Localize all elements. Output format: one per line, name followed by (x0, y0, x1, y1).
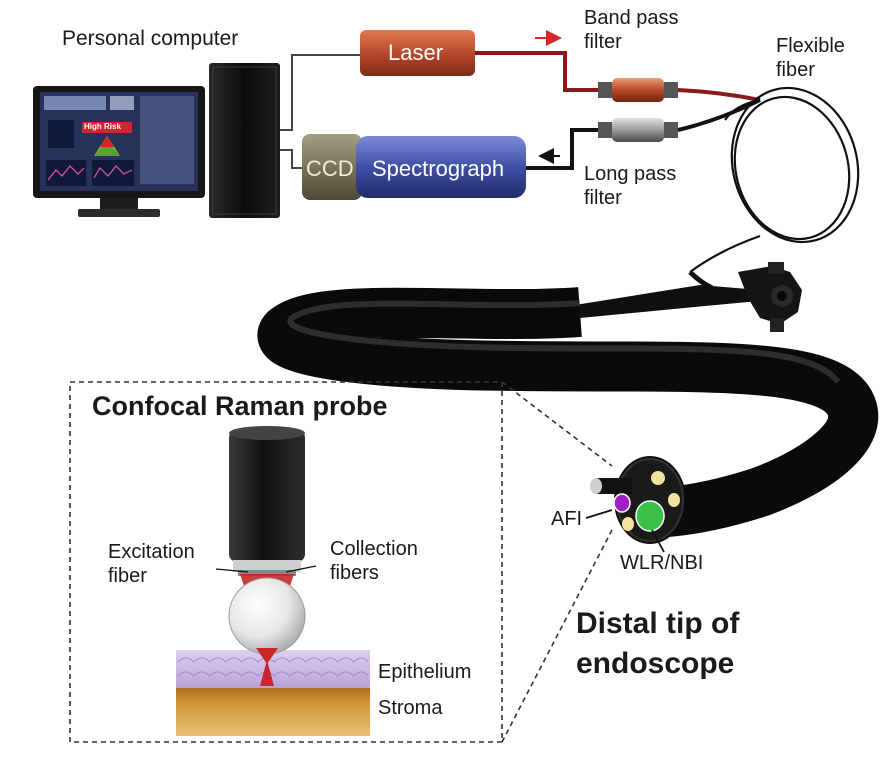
ccd-label: CCD (306, 156, 354, 181)
afi-pointer (585, 509, 613, 519)
stroma-label: Stroma (378, 697, 443, 719)
light-guide-port (651, 471, 665, 485)
band-pass-filter (598, 78, 678, 102)
computer-monitor (33, 86, 205, 217)
probe-inset-frame (69, 381, 613, 743)
band-pass-filter-label: Band pass filter (584, 7, 679, 53)
epithelium-label: Epithelium (378, 661, 472, 683)
excitation-fiber-line (475, 51, 612, 92)
endoscope-handle (575, 262, 802, 332)
long-pass-filter-label: Long pass filter (584, 163, 677, 209)
endoscope-tube (257, 287, 879, 537)
excitation-fiber-label: Excitation fiber (108, 541, 195, 587)
stroma-layer (176, 686, 370, 736)
wlr-nbi-label: WLR/NBI (620, 552, 704, 574)
flexible-fiber-label: Flexible fiber (776, 35, 845, 81)
spectrograph-label: Spectrograph (372, 156, 505, 181)
collection-fiber-line (526, 128, 598, 170)
ball-lens (228, 577, 306, 655)
distal-tip (590, 456, 686, 544)
collection-fibers-label: Collection fibers (330, 538, 418, 584)
laser-unit (360, 30, 475, 76)
probe-housing (229, 430, 305, 562)
wlr-nbi-pointer (651, 529, 665, 553)
laser-label: Laser (388, 40, 444, 65)
light-guide-port (622, 517, 634, 531)
wlr-nbi-port (635, 500, 665, 532)
afi-port (613, 493, 631, 513)
afi-label: AFI (551, 508, 583, 530)
probe-title: Confocal Raman probe (92, 391, 388, 421)
screen-badge-label: High Risk (84, 122, 121, 131)
distal-tip-label: Distal tip of endoscope (576, 607, 740, 680)
personal-computer-label: Personal computer (62, 27, 239, 50)
flexible-fiber-coil (689, 86, 860, 273)
epithelium-layer (176, 650, 370, 688)
light-guide-port (668, 493, 680, 507)
computer-tower (209, 63, 280, 218)
raman-probe-tip (590, 478, 602, 494)
confocal-probe-illustration (176, 426, 370, 736)
spectrograph-assembly (302, 134, 526, 200)
pc-cables (280, 54, 362, 169)
long-pass-filter (598, 118, 678, 142)
screen-badge-bg (82, 122, 132, 133)
